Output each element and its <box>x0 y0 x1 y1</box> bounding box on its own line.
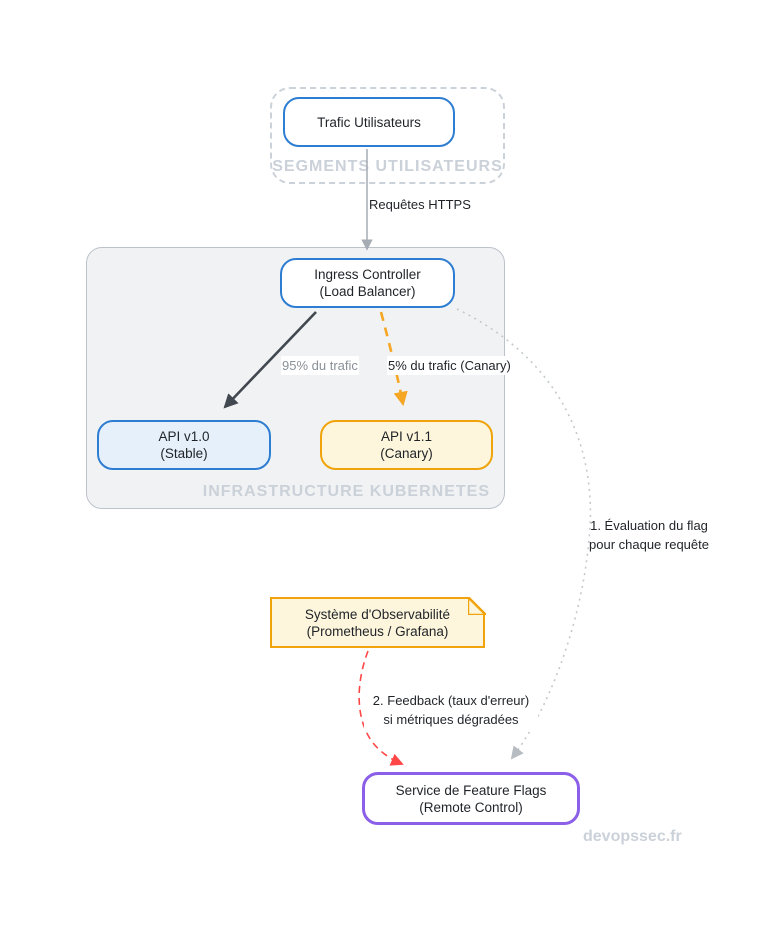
edge-label-feedback-line1: 2. Feedback (taux d'erreur) <box>372 693 530 708</box>
edge-label-flag-evaluation: 1. Évaluation du flag pour chaque requêt… <box>583 516 715 554</box>
note-fold-icon <box>467 596 486 615</box>
node-feature-flags-line2: (Remote Control) <box>419 799 523 815</box>
node-api-stable-line1: API v1.0 <box>158 429 210 444</box>
edge-label-flag-evaluation-line1: 1. Évaluation du flag <box>590 518 708 533</box>
node-api-canary-line1: API v1.1 <box>380 429 433 444</box>
node-api-canary: API v1.1 (Canary) <box>320 420 493 470</box>
node-api-stable-line2: (Stable) <box>160 446 208 461</box>
node-observability: Système d'Observabilité (Prometheus / Gr… <box>270 596 486 648</box>
node-observability-line1: Système d'Observabilité <box>304 606 451 622</box>
node-user-traffic: Trafic Utilisateurs <box>283 97 455 147</box>
edge-label-flag-evaluation-line2: pour chaque requête <box>589 537 709 552</box>
node-ingress-line1: Ingress Controller <box>314 267 421 282</box>
edge-label-canary-traffic: 5% du trafic (Canary) <box>387 356 512 375</box>
group-user-segments: SEGMENTS UTILISATEURS <box>270 87 505 184</box>
node-api-canary-line2: (Canary) <box>380 446 433 461</box>
edge-label-stable-traffic: 95% du trafic <box>281 356 359 375</box>
node-observability-line2: (Prometheus / Grafana) <box>306 623 449 639</box>
node-feature-flags: Service de Feature Flags (Remote Control… <box>362 772 580 825</box>
edge-label-https: Requêtes HTTPS <box>368 195 472 214</box>
group-user-segments-label: SEGMENTS UTILISATEURS <box>272 158 503 175</box>
node-ingress-line2: (Load Balancer) <box>319 284 416 299</box>
edge-label-feedback-line2: si métriques dégradées <box>383 712 519 727</box>
node-api-stable: API v1.0 (Stable) <box>97 420 271 470</box>
watermark: devopssec.fr <box>583 828 682 845</box>
node-feature-flags-line1: Service de Feature Flags <box>395 782 547 798</box>
node-ingress-controller: Ingress Controller (Load Balancer) <box>280 258 455 308</box>
edge-label-feedback: 2. Feedback (taux d'erreur) si métriques… <box>364 691 538 729</box>
group-kubernetes-label: INFRASTRUCTURE KUBERNETES <box>202 483 490 500</box>
node-user-traffic-label: Trafic Utilisateurs <box>317 114 421 130</box>
